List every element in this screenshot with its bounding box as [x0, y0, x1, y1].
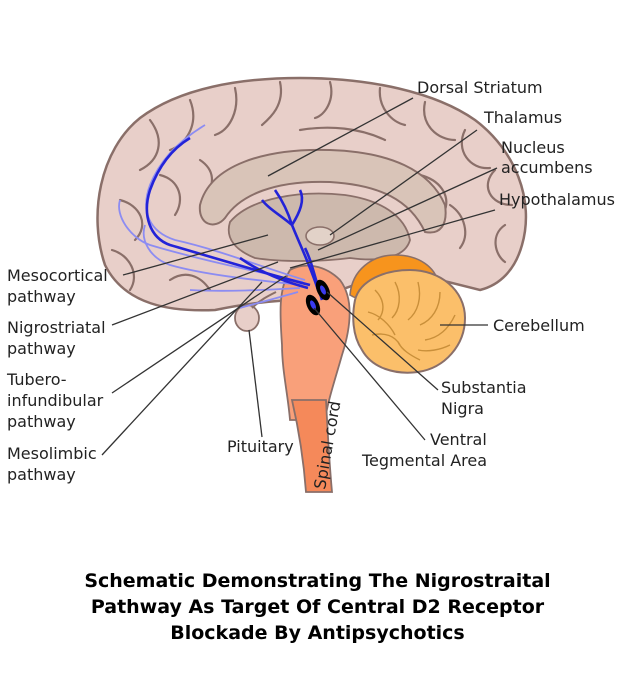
label-ventral-tegmental-1: Ventral: [430, 430, 487, 449]
label-hypothalamus: Hypothalamus: [499, 190, 615, 209]
label-ventral-tegmental-2: Tegmental Area: [361, 451, 487, 470]
label-pituitary: Pituitary: [227, 437, 294, 456]
thalamus-nucleus: [305, 226, 335, 246]
label-substantia-nigra-2: Nigra: [441, 399, 484, 418]
figure-caption: Schematic Demonstrating The Nigrostraita…: [0, 568, 635, 646]
corpus-callosum: [198, 148, 447, 234]
label-nigrostriatal-1: Nigrostriatal: [7, 318, 106, 337]
label-thalamus: Thalamus: [483, 108, 562, 127]
label-nucleus-accumbens-2: accumbens: [501, 158, 593, 177]
label-mesocortical-1: Mesocortical: [7, 266, 108, 285]
pituitary-stalk: [251, 291, 277, 309]
pituitary-gland: [234, 304, 260, 332]
label-mesolimbic-1: Mesolimbic: [7, 444, 97, 463]
mesolimbic-pathway-line: [239, 256, 309, 290]
label-mesolimbic-2: pathway: [7, 465, 76, 484]
label-tubero-1: Tubero-: [6, 370, 67, 389]
label-cerebellum: Cerebellum: [493, 316, 585, 335]
caption-line-2: Pathway As Target Of Central D2 Receptor: [90, 596, 545, 618]
label-tubero-2: infundibular: [7, 391, 104, 410]
label-mesocortical-2: pathway: [7, 287, 76, 306]
cerebellum-folia: [367, 281, 456, 361]
label-nigrostriatal-2: pathway: [7, 339, 76, 358]
nigrostriatal-pathway-line: [273, 189, 320, 291]
caption-line-1: Schematic Demonstrating The Nigrostraita…: [84, 570, 551, 592]
caption-line-3: Blockade By Antipsychotics: [170, 622, 465, 644]
leader-lines: [101, 97, 498, 456]
brainstem: [279, 264, 351, 421]
cortex-folds: [110, 80, 514, 292]
spinal-cord: [290, 399, 333, 493]
label-dorsal-striatum: Dorsal Striatum: [417, 78, 543, 97]
cerebellum: [352, 268, 467, 374]
label-nucleus-accumbens-1: Nucleus: [501, 138, 565, 157]
label-tubero-3: pathway: [7, 412, 76, 431]
brain-illustration: Dorsal Striatum Thalamus Nucleus accumbe…: [6, 76, 615, 493]
label-substantia-nigra-1: Substantia: [441, 378, 527, 397]
